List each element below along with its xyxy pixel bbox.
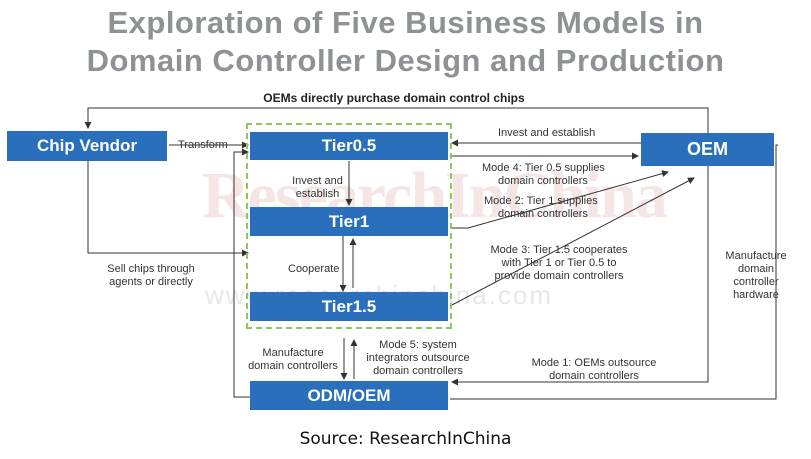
label-line: Sell chips through <box>107 263 195 275</box>
label-cooperate: Cooperate <box>288 263 340 275</box>
label-line: Manufacture <box>262 347 324 359</box>
label-invest-establish-tier: Invest and establish <box>280 175 355 201</box>
label-line: provide domain controllers <box>494 270 624 282</box>
label-line: with Tier 1 or Tier 0.5 to <box>501 257 617 269</box>
label-line: domain controllers <box>498 175 588 187</box>
label-mode-4: Mode 4: Tier 0.5 supplies domain control… <box>482 162 605 188</box>
label-top-direct-purchase: OEMs directly purchase domain control ch… <box>263 91 525 105</box>
odm-oem-box: ODM/OEM <box>250 381 448 410</box>
tier05-box: Tier0.5 <box>250 132 448 160</box>
label-sell-chips: Sell chips through agents or directly <box>96 263 206 289</box>
label-manufacture-domain-controllers: Manufacture domain controllers <box>240 347 346 373</box>
label-line: controller <box>733 276 779 288</box>
chip-vendor-box: Chip Vendor <box>7 131 167 161</box>
label-line: Mode 5: system <box>379 339 457 351</box>
tier-group-dashed-border <box>246 123 452 329</box>
label-line: Mode 3: Tier 1.5 cooperates <box>490 244 628 256</box>
label-line: domain controllers <box>498 208 588 220</box>
label-mode-5: Mode 5: system integrators outsource dom… <box>358 339 478 378</box>
label-line: Manufacture <box>725 250 787 262</box>
label-line: hardware <box>733 289 779 301</box>
title-line-1: Exploration of Five Business Models in <box>107 5 704 40</box>
label-line: Mode 2: Tier 1 supplies <box>484 195 598 207</box>
label-line: domain <box>737 263 775 275</box>
source-caption: Source: ResearchInChina <box>299 429 512 449</box>
label-mode-1: Mode 1: OEMs outsource domain controller… <box>522 357 666 383</box>
label-line: agents or directly <box>109 276 193 288</box>
label-line: Invest and <box>292 175 343 187</box>
label-line: Mode 1: OEMs outsource <box>531 357 657 369</box>
label-invest-establish-oem: Invest and establish <box>498 127 596 139</box>
label-line: integrators outsource <box>366 352 470 364</box>
label-line: domain controllers <box>248 360 338 372</box>
label-mode-2: Mode 2: Tier 1 supplies domain controlle… <box>484 195 598 221</box>
tier15-box: Tier1.5 <box>250 292 448 321</box>
tier1-box: Tier1 <box>250 207 448 236</box>
label-transform: Transform <box>178 139 228 151</box>
label-manufacture-hardware: Manufacture domain controller hardware <box>718 250 794 302</box>
label-line: domain controllers <box>373 365 463 377</box>
title-line-2: Domain Controller Design and Production <box>86 43 725 78</box>
label-line: establish <box>295 188 340 200</box>
label-line: domain controllers <box>549 370 639 382</box>
label-mode-3: Mode 3: Tier 1.5 cooperates with Tier 1 … <box>483 244 635 283</box>
oem-box: OEM <box>641 133 774 166</box>
label-line: Mode 4: Tier 0.5 supplies <box>482 162 605 174</box>
